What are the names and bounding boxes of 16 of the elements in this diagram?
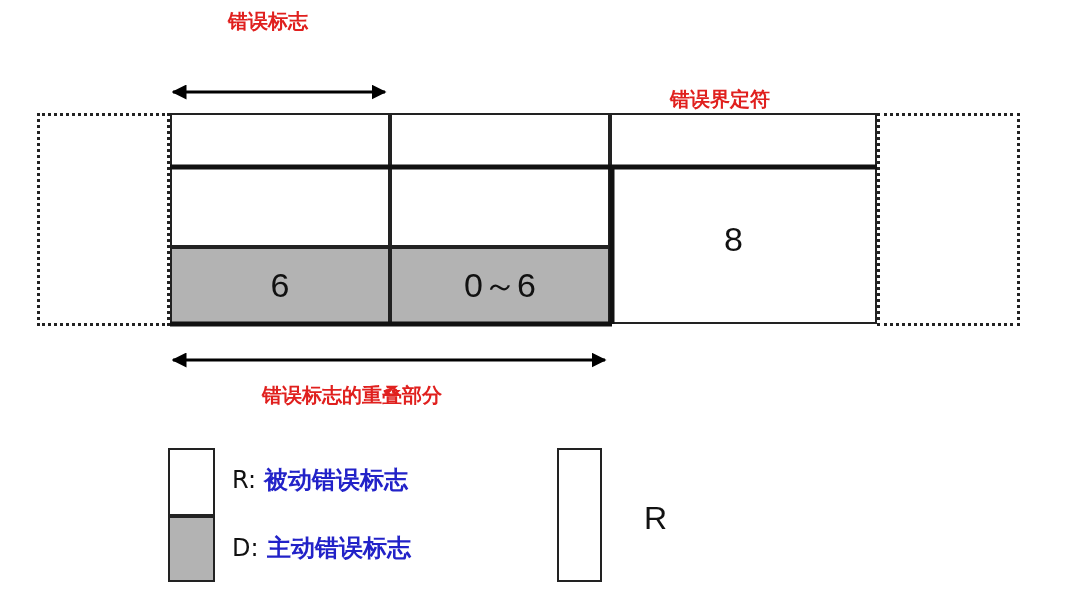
annotation-label: 错误标志的重叠部分	[262, 382, 442, 409]
frame-cell	[390, 113, 610, 167]
legend-label: D: 主动错误标志	[232, 533, 411, 564]
frame-cell	[610, 113, 877, 167]
box-caption: R	[644, 500, 668, 537]
frame-cell	[170, 247, 390, 324]
frame-cell	[390, 167, 610, 247]
cell-value: 6	[270, 266, 290, 305]
frame-cell	[170, 167, 390, 247]
cell-value: 0～6	[464, 264, 536, 306]
legend-label: R: 被动错误标志	[232, 465, 409, 496]
frame-cell	[170, 113, 390, 167]
frame-cell	[390, 247, 610, 324]
annotation-label: 错误标志	[228, 8, 308, 35]
annotation-label: 错误界定符	[670, 86, 770, 113]
cell-value: 8	[724, 220, 743, 259]
